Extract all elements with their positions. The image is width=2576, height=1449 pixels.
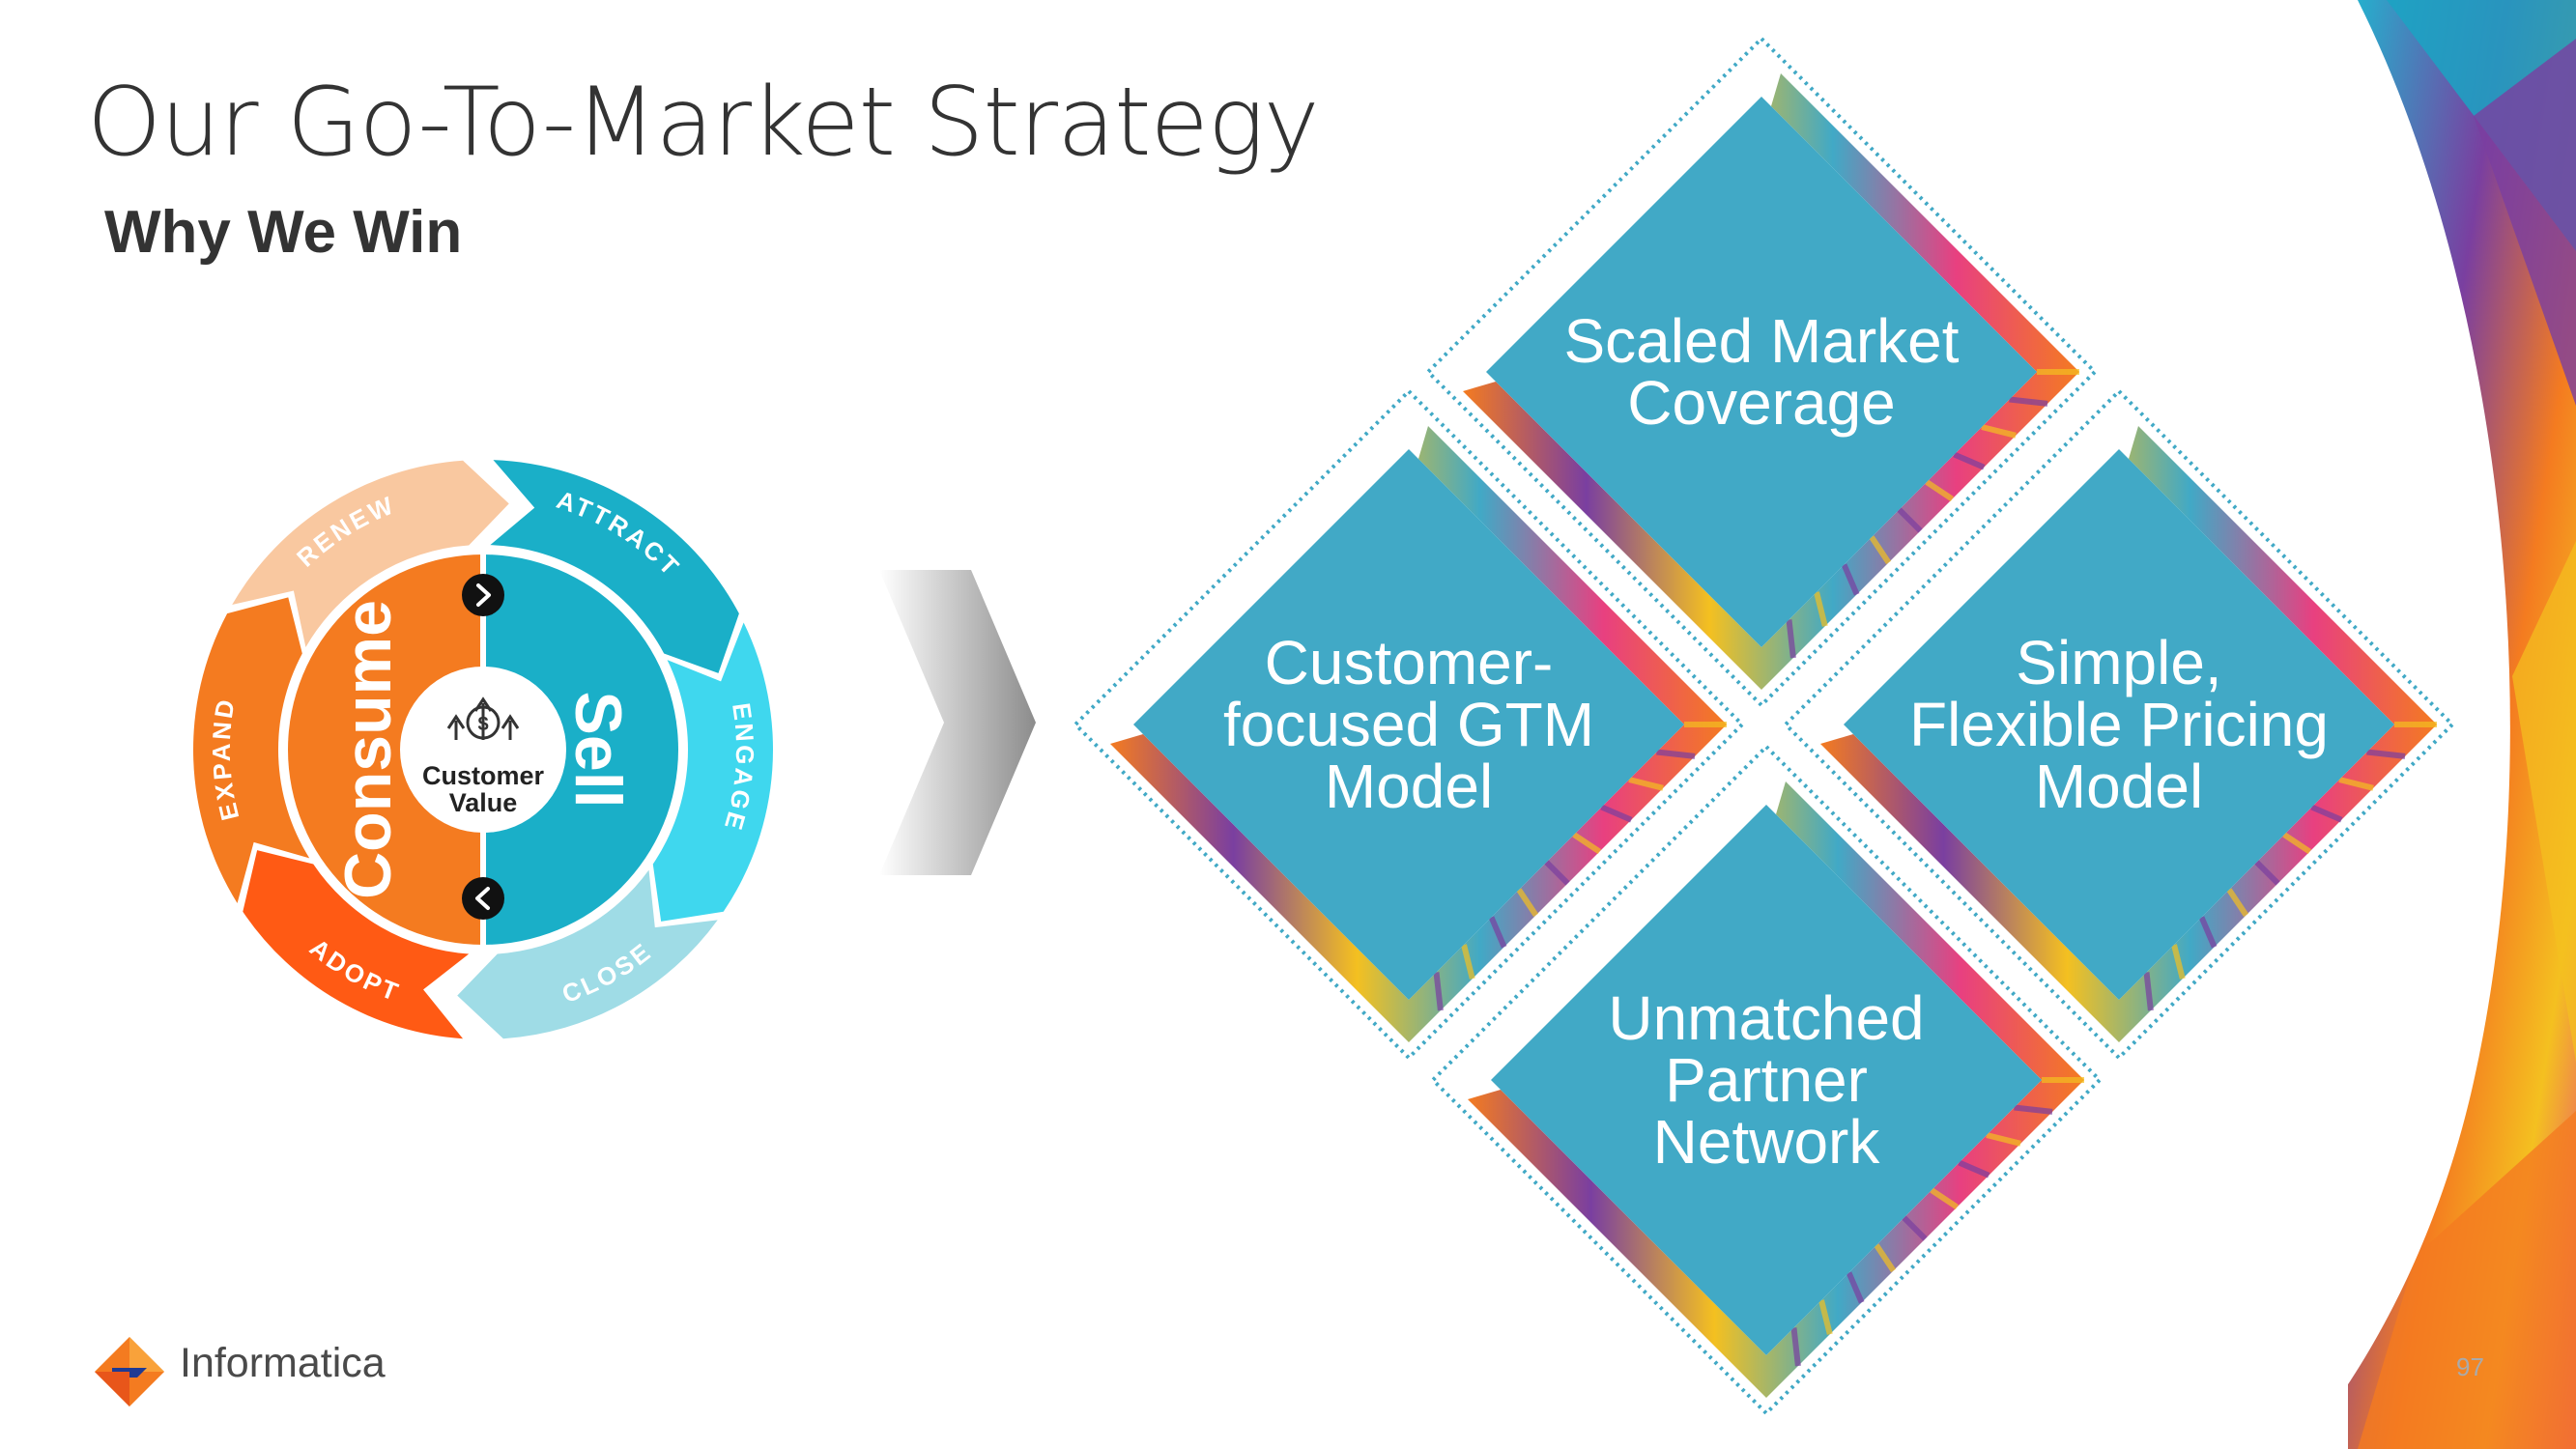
cycle-segment-attract bbox=[490, 460, 739, 673]
customer-cycle-wheel: ATTRACTENGAGECLOSEADOPTEXPANDRENEWConsum… bbox=[193, 460, 773, 1039]
pillar-text-line: Unmatched bbox=[1608, 983, 1924, 1053]
cycle-segment-adopt bbox=[243, 850, 470, 1039]
pillar-text-line: Flexible Pricing bbox=[1909, 690, 2329, 759]
chevron-left-icon bbox=[462, 877, 504, 920]
cycle-segment-engage bbox=[652, 622, 773, 922]
consume-half bbox=[288, 554, 483, 945]
pillar-text-line: Network bbox=[1653, 1107, 1881, 1177]
pillar-text-line: Scaled Market bbox=[1563, 306, 1959, 376]
page-title: Our Go-To-Market Strategy bbox=[87, 68, 1320, 178]
chevron-right-icon bbox=[462, 574, 504, 616]
page-number: 97 bbox=[2456, 1352, 2484, 1381]
center-label-line1: Customer bbox=[422, 761, 545, 790]
diamond-shape bbox=[1491, 805, 2042, 1355]
page-subtitle: Why We Win bbox=[104, 199, 463, 266]
pillar-text-line: focused GTM bbox=[1223, 690, 1594, 759]
cycle-segment-close bbox=[457, 869, 718, 1039]
diamond-shape bbox=[1133, 449, 1684, 1000]
sell-label: Sell bbox=[561, 692, 635, 809]
pillar-text-line: Partner bbox=[1665, 1045, 1868, 1115]
center-label-line2: Value bbox=[449, 788, 518, 817]
brand-name: Informatica bbox=[180, 1340, 386, 1386]
cycle-segment-expand bbox=[193, 597, 310, 903]
chevron-arrow-icon bbox=[879, 570, 1036, 875]
sell-half bbox=[483, 554, 678, 945]
informatica-logo-icon bbox=[95, 1337, 164, 1406]
cycle-segment-renew bbox=[232, 460, 509, 647]
pillar-text-line: Model bbox=[1325, 752, 1493, 821]
diamond-shape bbox=[1486, 97, 2037, 647]
pillar-text-line: Simple, bbox=[2016, 628, 2221, 697]
pillar-text-line: Coverage bbox=[1627, 368, 1896, 438]
diamond-shape bbox=[1844, 449, 2394, 1000]
pillar-text-line: Model bbox=[2035, 752, 2203, 821]
consume-label: Consume bbox=[331, 600, 405, 899]
money-growth-icon: $ bbox=[446, 696, 520, 740]
pillar-text-line: Customer- bbox=[1265, 628, 1554, 697]
customer-value-center bbox=[400, 667, 566, 833]
